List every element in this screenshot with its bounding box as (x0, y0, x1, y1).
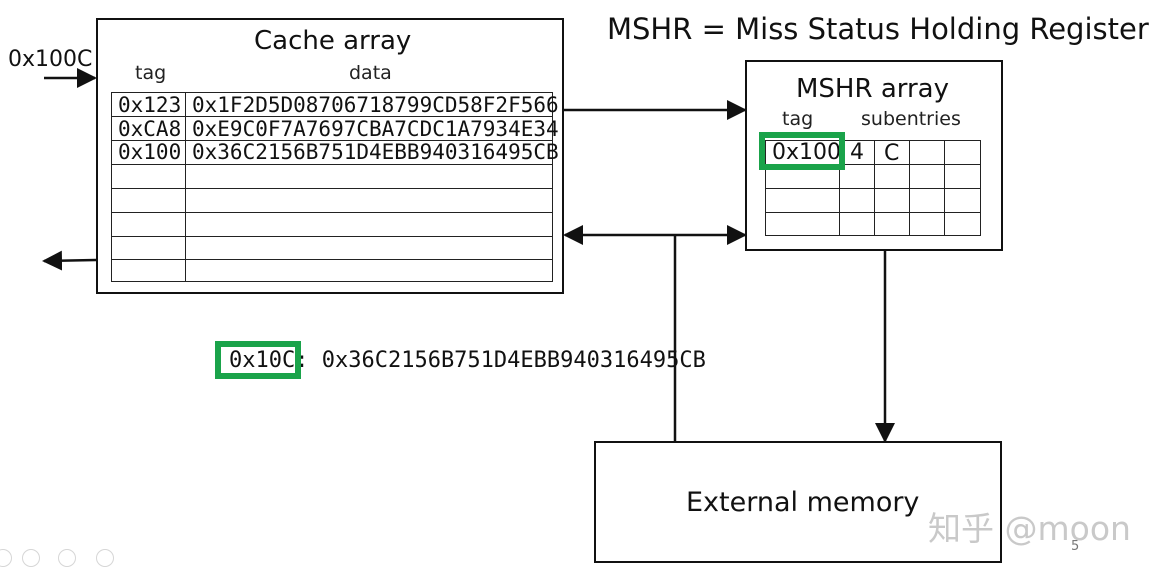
cache-tag-header: tag (135, 62, 167, 84)
cache-row-line (112, 236, 552, 237)
cache-row-line (112, 164, 552, 165)
external-memory-label: External memory (686, 487, 920, 518)
result-address: 0x10C (229, 348, 296, 373)
cache-row-tag: 0x100 (118, 140, 182, 164)
mshr-column-line (944, 141, 945, 235)
more-options-icon[interactable] (96, 549, 114, 567)
result-line: 0x10C: 0x36C2156B751D4EBB940316495CB (229, 348, 706, 373)
mshr-row-line (766, 212, 980, 213)
cache-row-data: 0x36C2156B751D4EBB940316495CB (192, 140, 559, 164)
mshr-column-line (909, 141, 910, 235)
slides-icon[interactable] (22, 549, 40, 567)
cache-data-header: data (349, 62, 392, 84)
mshr-subentry: 4 (850, 140, 864, 165)
cache-array-title: Cache array (254, 26, 412, 56)
cache-row-line (112, 259, 552, 260)
mshr-row-line (766, 188, 980, 189)
zoom-icon[interactable] (58, 549, 76, 567)
cache-row-line (112, 212, 552, 213)
watermark: 知乎 @moon (928, 509, 1131, 548)
mshr-column-line (839, 141, 840, 235)
cache-row-tag: 0x123 (118, 93, 182, 117)
external-memory-box (594, 441, 1002, 563)
mshr-subentry: C (884, 141, 900, 166)
cache-row-tag: 0xCA8 (118, 117, 182, 141)
mshr-column-line (874, 141, 875, 235)
cache-row-line (112, 116, 552, 117)
cache-row-data: 0x1F2D5D08706718799CD58F2F566 (192, 93, 559, 117)
mshr-row-line (766, 164, 980, 165)
mshr-table (765, 140, 981, 236)
input-address: 0x100C (8, 47, 93, 72)
cache-table (111, 92, 553, 282)
output-arrow (42, 250, 97, 271)
cache-row-data: 0xE9C0F7A7697CBA7CDC1A7934E34 (192, 117, 559, 141)
cache-row-line (112, 188, 552, 189)
page-number: 5 (1071, 539, 1080, 554)
cache-array-box (96, 18, 564, 294)
cache-column-divider (185, 93, 186, 281)
result-address-highlight (215, 341, 301, 379)
mshr-entry-tag: 0x100 (772, 140, 842, 165)
page-title: MSHR = Miss Status Holding Register (607, 12, 1149, 46)
cache-row-line (112, 140, 552, 141)
mshr-tag-highlight (759, 132, 845, 170)
mshr-array-title: MSHR array (796, 74, 949, 104)
mshr-tag-header: tag (782, 108, 814, 130)
result-data: 0x36C2156B751D4EBB940316495CB (321, 348, 706, 373)
mshr-subentries-header: subentries (861, 108, 961, 130)
